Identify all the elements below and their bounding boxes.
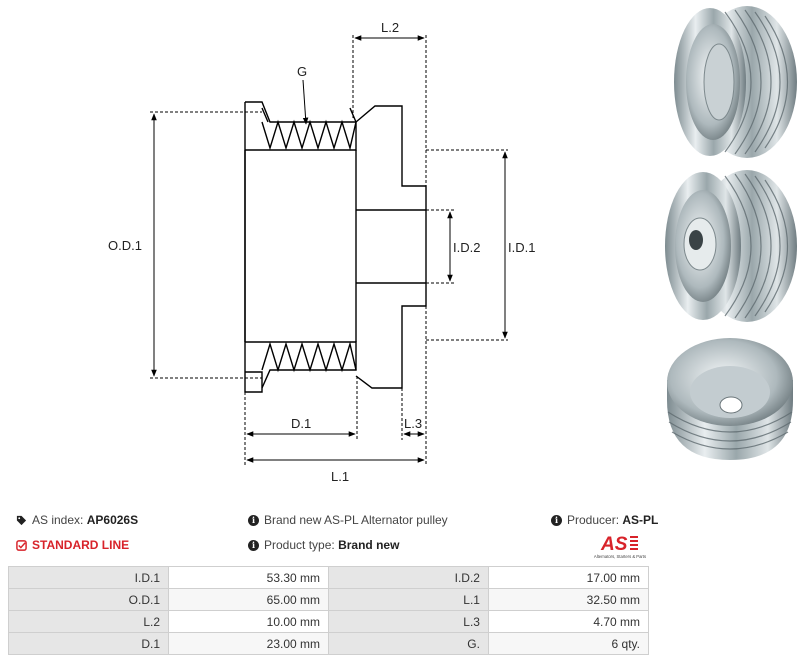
info-icon: i bbox=[248, 539, 259, 551]
standard-line: STANDARD LINE bbox=[16, 538, 129, 552]
as-index: AS index: AP6026S bbox=[16, 513, 138, 527]
spec-value: 4.70 mm bbox=[487, 610, 650, 633]
pulley-photo-front bbox=[674, 6, 797, 158]
label-id1: I.D.1 bbox=[508, 240, 535, 255]
spec-label: I.D.2 bbox=[328, 566, 489, 589]
as-pl-logo: AS Alternators, Starters & Parts bbox=[594, 534, 646, 559]
as-index-label: AS index: bbox=[32, 513, 84, 527]
label-id2: I.D.2 bbox=[453, 240, 480, 255]
product-type: i Product type: Brand new bbox=[248, 538, 399, 552]
table-row: O.D.1 65.00 mm L.1 32.50 mm bbox=[7, 588, 650, 611]
product-photos bbox=[665, 6, 797, 460]
spec-label: O.D.1 bbox=[7, 588, 170, 611]
table-row: I.D.1 53.30 mm I.D.2 17.00 mm bbox=[7, 566, 650, 589]
svg-text:AS: AS bbox=[600, 534, 628, 555]
product-type-value: Brand new bbox=[338, 538, 400, 552]
spec-value: 10.00 mm bbox=[168, 610, 330, 633]
tags-icon bbox=[16, 515, 27, 525]
label-g: G bbox=[297, 64, 307, 79]
label-od1: O.D.1 bbox=[108, 238, 142, 253]
info-icon: i bbox=[248, 514, 259, 526]
spec-label: D.1 bbox=[7, 632, 170, 655]
spec-value: 53.30 mm bbox=[168, 566, 330, 589]
label-l1: L.1 bbox=[331, 469, 349, 484]
pulley-outline bbox=[244, 102, 263, 393]
info-icon: i bbox=[551, 514, 562, 526]
label-d1: D.1 bbox=[291, 416, 311, 431]
producer-value: AS-PL bbox=[622, 513, 659, 527]
spec-value: 17.00 mm bbox=[487, 566, 650, 589]
grooves-top bbox=[261, 119, 357, 151]
spec-value: 6 qty. bbox=[487, 632, 650, 655]
spec-value: 65.00 mm bbox=[168, 588, 330, 611]
spec-label: L.1 bbox=[328, 588, 489, 611]
description: i Brand new AS-PL Alternator pulley bbox=[248, 513, 448, 527]
table-row: L.2 10.00 mm L.3 4.70 mm bbox=[7, 610, 650, 633]
check-square-icon bbox=[16, 539, 27, 551]
grooves-bottom bbox=[261, 341, 357, 373]
svg-text:Alternators, Starters & Parts: Alternators, Starters & Parts bbox=[594, 554, 646, 559]
spec-value: 32.50 mm bbox=[487, 588, 650, 611]
standard-line-text: STANDARD LINE bbox=[32, 538, 130, 552]
producer: i Producer: AS-PL bbox=[551, 513, 658, 527]
spec-value: 23.00 mm bbox=[168, 632, 330, 655]
table-row: D.1 23.00 mm G. 6 qty. bbox=[7, 632, 650, 655]
producer-label: Producer: bbox=[567, 513, 620, 527]
spec-table: I.D.1 53.30 mm I.D.2 17.00 mm O.D.1 65.0… bbox=[7, 566, 650, 655]
spec-label: L.2 bbox=[7, 610, 170, 633]
spec-label: L.3 bbox=[328, 610, 489, 633]
hub-outline bbox=[355, 105, 427, 389]
pulley-photo-top bbox=[667, 338, 793, 460]
technical-drawing: G L.2 O.D.1 I.D.2 I.D.1 D.1 L.3 L.1 bbox=[108, 20, 535, 484]
as-index-value: AP6026S bbox=[86, 513, 139, 527]
label-l2: L.2 bbox=[381, 20, 399, 35]
spec-label: G. bbox=[328, 632, 489, 655]
description-text: Brand new AS-PL Alternator pulley bbox=[264, 513, 448, 527]
product-type-label: Product type: bbox=[264, 538, 335, 552]
pulley-photo-side bbox=[665, 170, 797, 322]
spec-label: I.D.1 bbox=[7, 566, 170, 589]
label-l3: L.3 bbox=[404, 416, 422, 431]
